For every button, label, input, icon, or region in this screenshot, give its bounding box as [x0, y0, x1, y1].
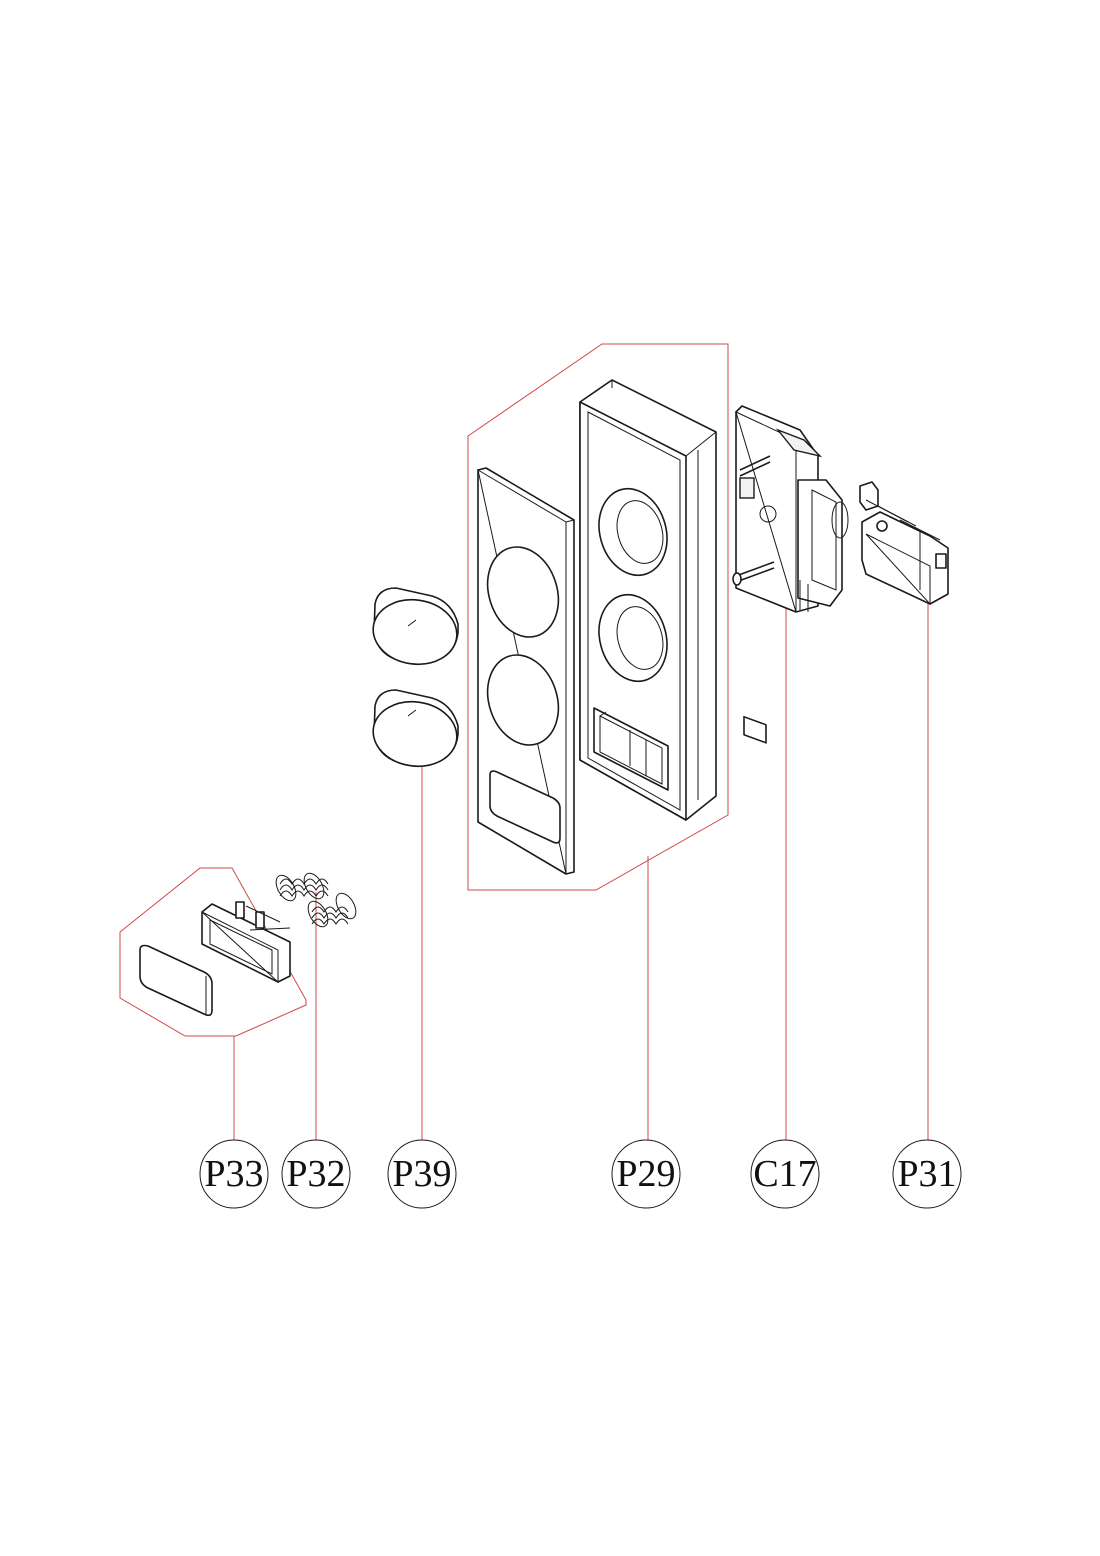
knob-upper: [372, 587, 459, 666]
callout-p39: P39: [387, 1139, 457, 1209]
callout-p31-label: P31: [897, 1153, 956, 1195]
callout-p29: P29: [611, 1139, 681, 1209]
button-bezel: [201, 901, 291, 984]
p29-group-outline: [467, 343, 729, 891]
callout-p39-label: P39: [392, 1153, 451, 1195]
control-frame: [579, 379, 717, 821]
callout-p32-label: P32: [286, 1153, 345, 1195]
spring-lower: [307, 892, 357, 928]
callout-p29-label: P29: [616, 1153, 675, 1195]
callout-c17: C17: [750, 1139, 820, 1209]
timer-mechanism: [732, 405, 849, 744]
callout-p33: P33: [199, 1139, 269, 1209]
p33-group-outline: [119, 867, 307, 1037]
switch-component: [859, 481, 949, 606]
knob-lower: [372, 689, 459, 768]
button-cap: [139, 944, 213, 1017]
callout-p31: P31: [892, 1139, 962, 1209]
callout-c17-label: C17: [753, 1153, 816, 1195]
spring-upper: [275, 872, 329, 902]
faceplate-panel: [477, 467, 575, 875]
callout-p33-label: P33: [204, 1153, 263, 1195]
callout-p32: P32: [281, 1139, 351, 1209]
